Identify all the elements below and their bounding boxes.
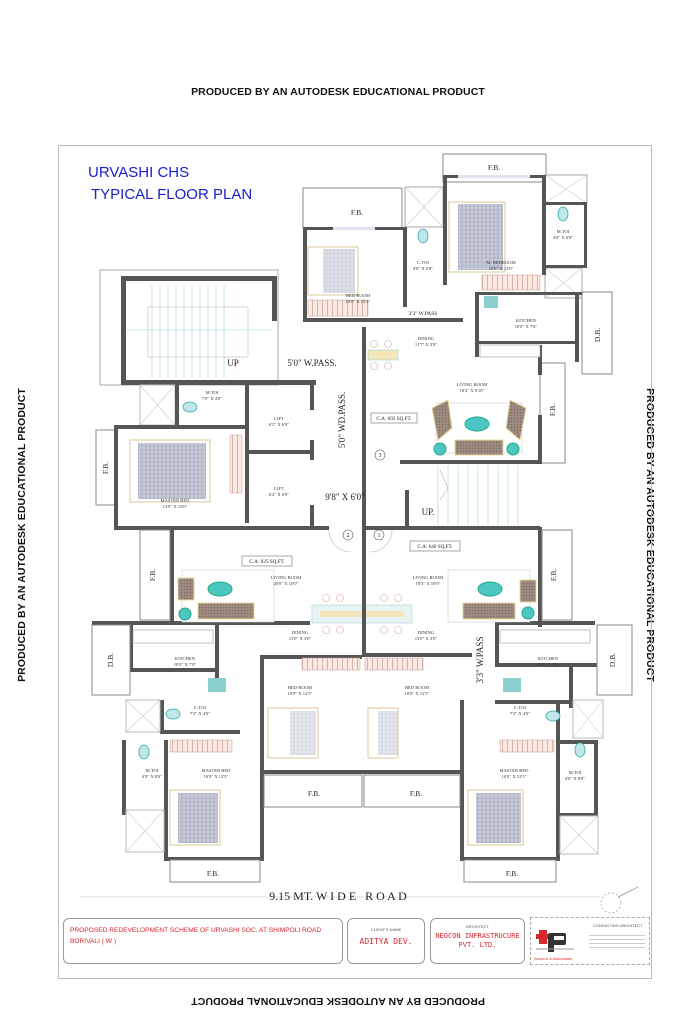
carpet-area: C.A: 825 SQ.FT. (249, 559, 284, 565)
room-label: M. BEDROOM (486, 260, 515, 265)
consultant-label: CONSULTING ARCHITECT (593, 923, 643, 928)
room-label: BED ROOM (405, 685, 429, 690)
room-size: 4'0" X 8'0" (142, 774, 162, 779)
room-size: 7'0" X 4'0" (202, 396, 222, 401)
room-label: C.TOI (194, 705, 206, 710)
room-size: 7'2" X 4'0" (190, 711, 210, 716)
flat-number: 2 (347, 533, 350, 539)
fb-label: F.B. (308, 789, 320, 798)
fb-label: F.B. (101, 462, 110, 474)
fb-label: F.B. (410, 789, 422, 798)
room-size: 10'0" X 12'5" (204, 774, 229, 779)
room-label: M.TOI (557, 229, 570, 234)
drawing-sheet (58, 145, 652, 979)
room-label: DINING (292, 630, 309, 635)
room-label: C.TOI (417, 260, 429, 265)
room-label: C.TOI (514, 705, 526, 710)
room-label: MASTER BED (161, 498, 191, 503)
room-size: 10'3" X 7'0" (537, 662, 560, 667)
fb-label: F.B. (549, 569, 558, 581)
room-size: 10'0" X 12'5" (502, 774, 527, 779)
fb-label: F.B. (351, 208, 363, 217)
room-size: 10'0" X 12'5" (288, 691, 313, 696)
title-block-architect: ARCHITECT NEOCON INFRASTRUCURE PVT. LTD. (430, 918, 525, 964)
lift-size: 6'2" X 6'9" (269, 422, 289, 427)
room-label: KITCHEN (175, 656, 196, 661)
room-label: BED ROOM (346, 293, 370, 298)
room-label: KITCHEN (538, 656, 559, 661)
lift-size: 6'2" X 6'9" (269, 492, 289, 497)
room-size: 13'0" X 3'0" (415, 636, 438, 641)
room-label: MASTER BED (202, 768, 232, 773)
room-label: M.TOI (206, 390, 219, 395)
client-label: CLIENT'S NAME (370, 927, 402, 932)
room-label: DINING (418, 630, 435, 635)
stair-up-label: UP. (422, 507, 435, 517)
project-title: URVASHI CHS (88, 164, 190, 181)
room-size: 11'7" X 3'8" (415, 342, 437, 347)
road-label: 9.15 MT. W I D E R O A D (269, 889, 407, 903)
lift-label: LIFT (274, 416, 284, 421)
room-size: 10'0" X 12'0" (489, 266, 514, 271)
stair-up-label: UP (227, 358, 239, 368)
passage-label: 3'3" W.PASS (475, 637, 485, 684)
room-size: 20'0" X 10'0" (274, 581, 299, 586)
fb-label: F.B. (488, 163, 500, 172)
carpet-area: C.A: 640 SQ.FT. (417, 544, 452, 550)
fb-label: F.B. (548, 404, 557, 416)
fb-label: F.B. (148, 569, 157, 581)
passage-label: 5'0" W.PASS. (287, 358, 336, 368)
room-label: LIVING ROOM (413, 575, 444, 580)
architect-label: ARCHITECT (466, 924, 489, 929)
room-size: 13'9" X 10'0" (163, 504, 188, 509)
room-size: 4'0" X 8'0" (565, 776, 585, 781)
title-block-consultant: Sumeru & Associates CONSULTING ARCHITECT (530, 917, 650, 965)
project-description: PROPOSED REDEVELOPMENT SCHEME OF URVASHI… (70, 927, 322, 945)
room-label: MASTER BED (500, 768, 530, 773)
flat-number: 3 (379, 453, 382, 459)
room-size: 7'2" X 4'0" (510, 711, 530, 716)
room-label: M.TOI (146, 768, 159, 773)
fb-label: F.B. (506, 869, 518, 878)
room-label: DINING (418, 336, 435, 341)
room-size: 10'0" X 7'0" (174, 662, 197, 667)
consultant-logo (536, 930, 574, 952)
room-size: 18'2" X 9'10" (460, 388, 485, 393)
room-size: 10'0" X 12'5" (405, 691, 430, 696)
room-size: 10'0" X 10'4" (346, 299, 371, 304)
room-label: M.TOI (569, 770, 582, 775)
db-label: D.B. (593, 328, 602, 342)
room-label: BED ROOM (288, 685, 312, 690)
drawing-title: TYPICAL FLOOR PLAN (91, 186, 253, 203)
room-size: 10'0" X 7'6" (515, 324, 538, 329)
architect-name: NEOCON INFRASTRUCURE PVT. LTD. (435, 932, 520, 949)
flat-number: 1 (378, 533, 381, 539)
passage-label: 5'0" WD.PASS. (337, 392, 347, 449)
room-label: KITCHEN (516, 318, 537, 323)
room-size: 19'3" X 10'0" (416, 581, 441, 586)
consultant-address (589, 932, 645, 951)
db-label: D.B. (608, 653, 617, 667)
room-size: 13'0" X 3'0" (289, 636, 312, 641)
lobby-size: 9'8" X 6'0" (325, 492, 365, 502)
room-label: LIVING ROOM (271, 575, 302, 580)
fb-label: F.B. (207, 869, 219, 878)
title-block-project: PROPOSED REDEVELOPMENT SCHEME OF URVASHI… (63, 918, 343, 964)
room-label: LIVING ROOM (457, 382, 488, 387)
watermark-top: PRODUCED BY AN AUTODESK EDUCATIONAL PROD… (191, 86, 485, 98)
room-size: 4'0" X 6'8" (413, 266, 433, 271)
db-label: D.B. (106, 653, 115, 667)
client-name: ADITYA DEV. (359, 937, 413, 946)
carpet-area: C.A: 602 SQ.FT. (376, 416, 411, 422)
lift-label: LIFT (274, 486, 284, 491)
room-size: 4'0" X 6'8" (553, 235, 573, 240)
title-block-client: CLIENT'S NAME ADITYA DEV. (347, 918, 425, 964)
passage-label: 3'3" W.PASS (409, 311, 438, 317)
firm-caption: Sumeru & Associates (534, 956, 573, 961)
